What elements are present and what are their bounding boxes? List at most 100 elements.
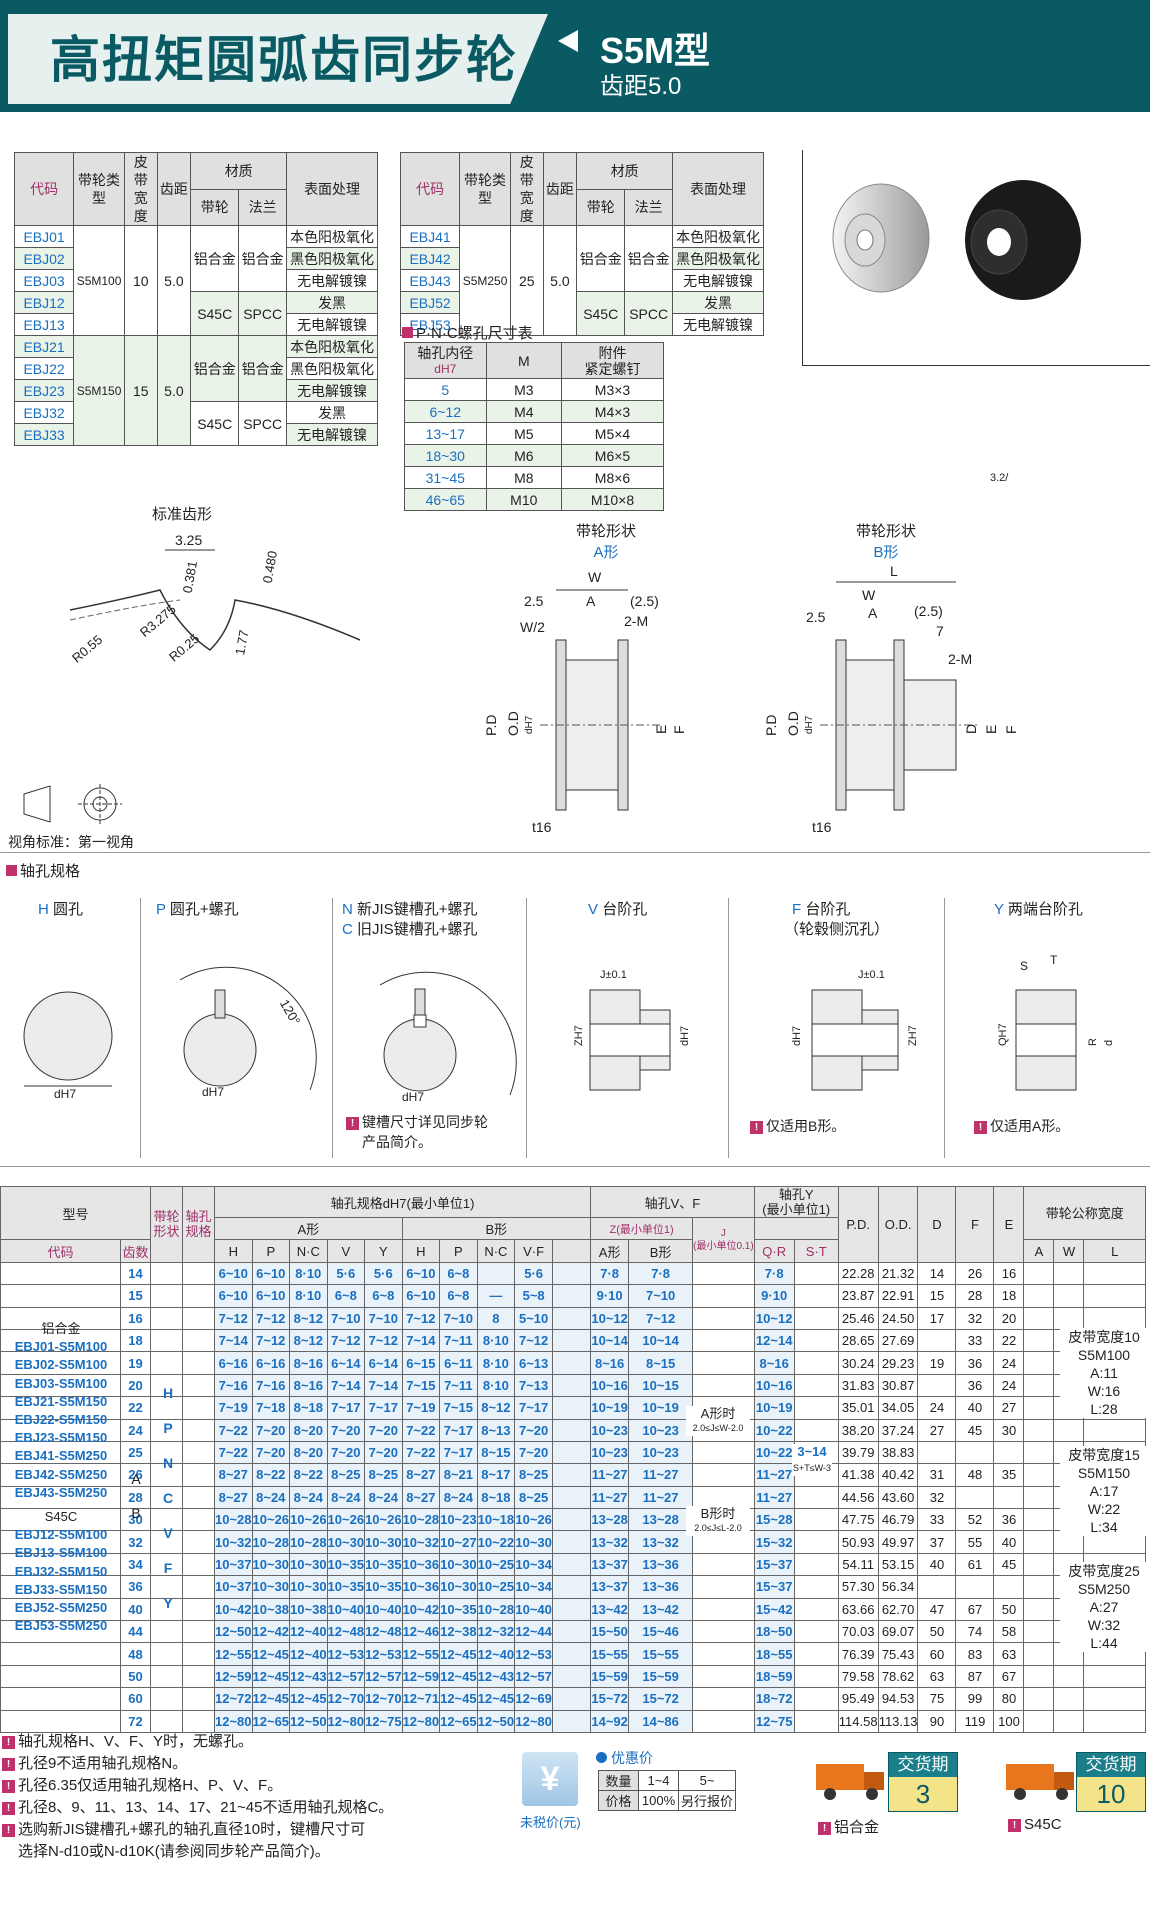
table-cell: 50.93 [837,1530,879,1554]
table-cell: — [476,1284,516,1308]
table-cell: 30 [993,1418,1025,1442]
info-icon: ! [750,1121,763,1134]
table-cell: 6~8 [439,1261,478,1286]
table-cell: 7~20 [251,1418,291,1442]
table-cell: 7~14 [364,1373,403,1398]
table-cell: 28.65 [837,1328,879,1353]
table-cell [793,1687,839,1711]
table-cell: 5·6 [326,1261,366,1286]
table-cell: 15~50 [590,1620,630,1644]
table-cell: 17 [917,1306,957,1330]
table-cell: 13~37 [590,1552,630,1577]
table-cell [993,1575,1025,1599]
table-cell: 13~32 [590,1530,630,1554]
table-cell: 7~20 [326,1440,366,1465]
table-cell: 6~12 [404,400,487,423]
table-cell: 15~28 [753,1508,795,1532]
truck-icon [1006,1764,1074,1800]
table-cell [1023,1373,1055,1398]
table-cell: 18~50 [753,1620,795,1644]
table-cell [692,1284,755,1308]
table-cell: 7~14 [401,1328,441,1353]
table-cell: 12~46 [401,1620,441,1644]
table-cell [692,1709,755,1733]
table-cell: 10~35 [364,1575,403,1599]
table-cell: 12~50 [289,1709,328,1733]
table-cell: 5 [404,378,487,401]
table-cell [1083,1687,1146,1711]
table-cell: 8·10 [289,1261,328,1286]
table-cell: 7~10 [628,1284,694,1308]
table-cell: 12~45 [439,1642,478,1666]
table-cell [182,1508,215,1532]
bore-f-label: F 台阶孔 [792,901,851,918]
bore-letter: Y [163,1595,173,1611]
table-cell: 10~34 [514,1575,554,1599]
table-cell: 12~32 [476,1620,516,1644]
table-cell: 7~18 [251,1396,291,1420]
table-cell: 10~28 [401,1508,441,1532]
table-cell: 10~26 [514,1508,554,1532]
table-cell: 10~22 [753,1418,795,1442]
table-cell: M5 [485,422,563,445]
table-cell: 19 [917,1351,957,1375]
table-cell [1023,1440,1055,1465]
pnc-title: P·N·C螺孔尺寸表 [402,322,533,343]
bore-nc-drawing: dH7 [379,971,517,1104]
table-cell: 13~37 [590,1575,630,1599]
table-cell: 10~37 [214,1575,253,1599]
view-symbol-icon [23,784,122,824]
svg-text:dH7: dH7 [202,1085,224,1099]
table-cell [793,1373,839,1398]
table-cell: 10~23 [590,1440,630,1465]
note-a-only: !仅适用A形。 [974,1116,1069,1136]
table-cell [182,1664,215,1689]
table-cell: 10~14 [590,1328,630,1353]
table-cell: 41.38 [837,1463,879,1487]
table-cell: 24 [993,1373,1025,1398]
table-cell [993,1440,1025,1465]
table-cell [1083,1284,1146,1308]
table-cell: 8~21 [439,1463,478,1487]
table-cell [1053,1284,1085,1308]
table-cell [1083,1261,1146,1286]
table-cell: 6~8 [364,1284,403,1308]
table-cell: 8~20 [289,1440,328,1465]
tooth-profile-drawing: 3.25 0.381 0.480 R0.55 R3.275 R0.25 1.77 [69,532,360,666]
table-cell: 24 [120,1418,151,1442]
table-cell: 7~17 [514,1396,554,1420]
info-icon: ! [346,1117,359,1130]
svg-text:dH7: dH7 [791,1026,803,1046]
bore-p-label: P 圆孔+螺孔 [156,901,239,918]
table-cell: 61 [955,1552,995,1577]
table-cell: 25.46 [837,1306,879,1330]
table-cell: 8~12 [289,1328,328,1353]
model-code: EBJ53-S5M250 [14,1618,108,1634]
table-cell: 12~53 [326,1642,366,1666]
table-cell [150,1328,183,1353]
table-cell: 10~28 [251,1530,291,1554]
table-cell [182,1642,215,1666]
table-cell: 7·8 [753,1261,795,1286]
table-cell: 114.58 [837,1709,879,1733]
table-cell: 28 [955,1284,995,1308]
table-cell: 10~36 [401,1552,441,1577]
svg-text:W: W [588,569,602,585]
svg-text:A: A [586,593,596,609]
table-cell: 50 [993,1597,1025,1622]
table-cell: 44 [120,1620,151,1644]
bore-y-label: Y 两端台阶孔 [994,901,1083,918]
table-cell: 7~13 [514,1373,554,1398]
bore-letter: V [163,1525,173,1541]
footer-note-4: !孔径8、9、11、13、14、17、21~45不适用轴孔规格C。 [2,1796,393,1817]
table-cell [182,1418,215,1442]
shape-b-drawing: L W A (2.5) 2.5 7 2-M P.D O.D dH7 D E F … [763,563,1019,835]
table-cell [793,1328,839,1353]
model-code: EBJ33-S5M150 [14,1581,108,1597]
table-cell: 50 [120,1664,151,1689]
table-cell: 7~17 [439,1418,478,1442]
table-cell: 29.23 [877,1351,919,1375]
table-cell: 78.62 [877,1664,919,1689]
